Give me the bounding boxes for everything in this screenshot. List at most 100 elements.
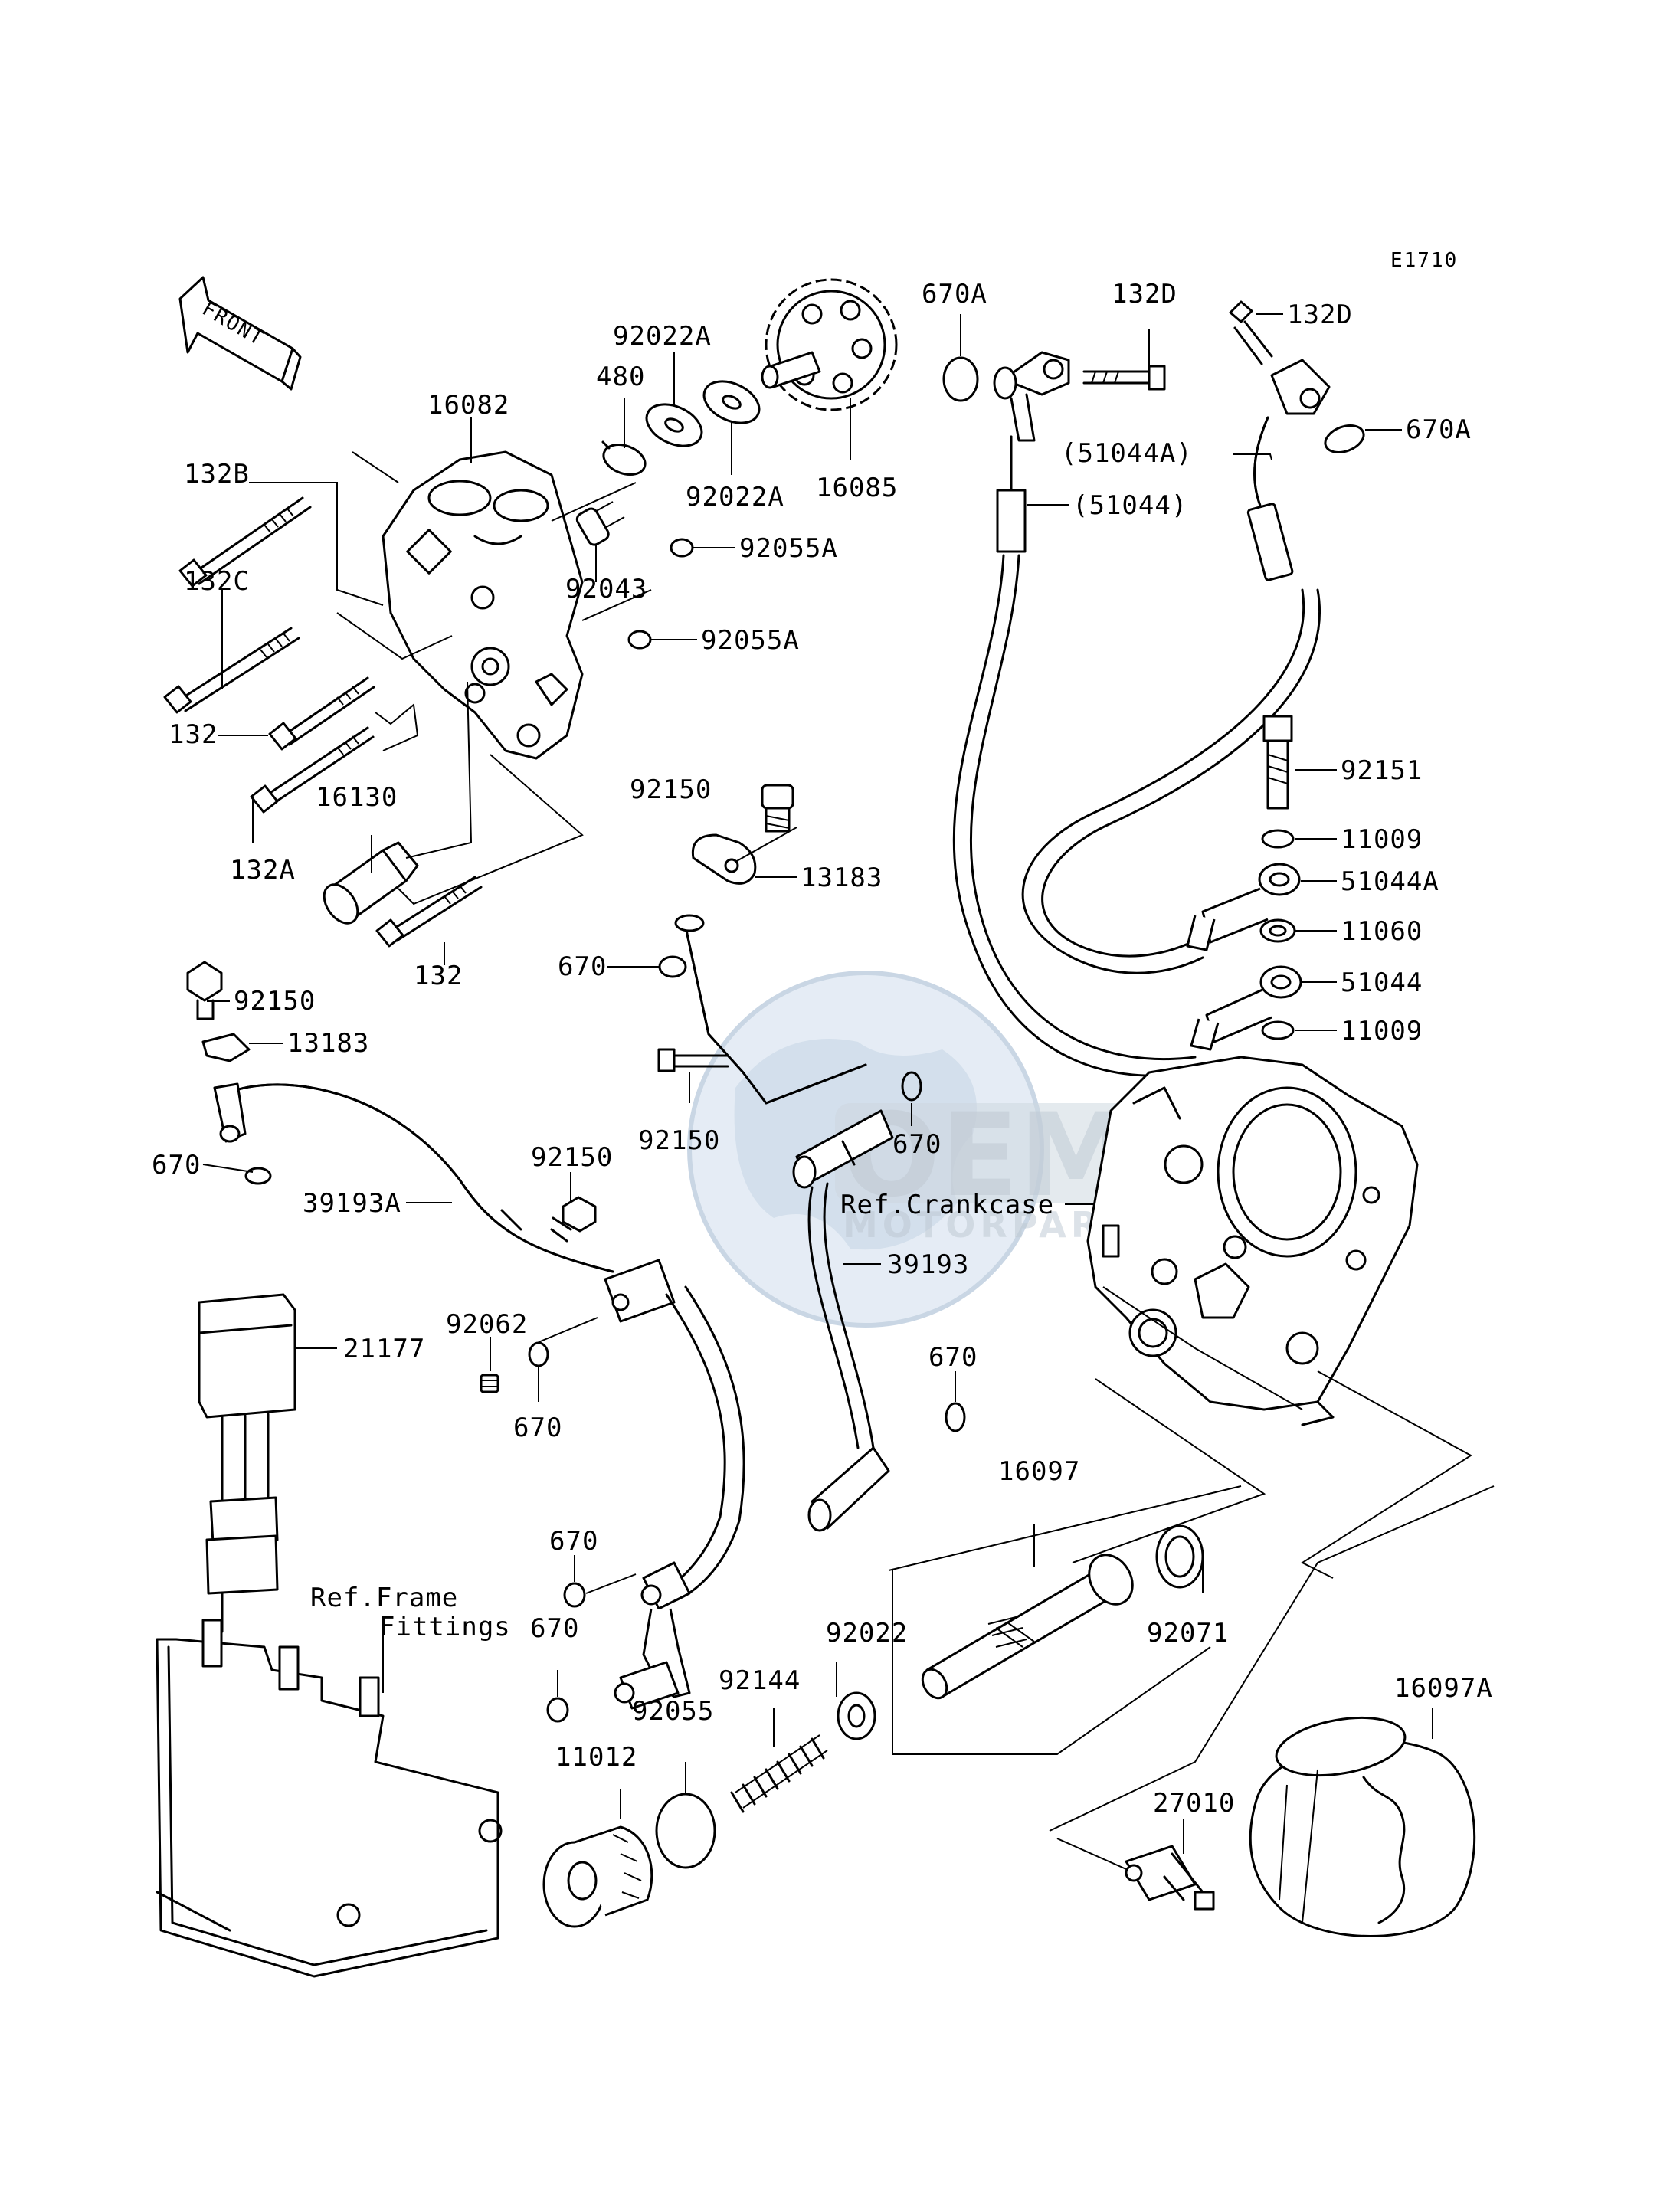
- sleeve-16130: [323, 841, 419, 925]
- oring-670-lowleft2: [563, 1582, 586, 1608]
- oring-670-left: [244, 1167, 272, 1185]
- switch-27010: [1125, 1845, 1215, 1911]
- hose-51044: [952, 435, 1197, 1077]
- label-670-lowleft2: 670: [549, 1526, 598, 1557]
- label-21177: 21177: [343, 1334, 425, 1364]
- oring-670-lowleft1: [528, 1341, 549, 1367]
- label-132D-left: 132D: [1112, 279, 1177, 309]
- leaders-oil-pump: [218, 352, 851, 965]
- diagram-code: E1710: [1390, 249, 1458, 272]
- gear-16085: [761, 278, 898, 411]
- bolt-132B: [178, 496, 312, 588]
- pin-92043: [575, 501, 625, 546]
- hose-fitting-left: [993, 351, 1070, 442]
- label-670-lowleft1: 670: [513, 1413, 562, 1443]
- label-51044: 51044: [1341, 968, 1423, 998]
- label-ref-crankcase: Ref.Crankcase: [840, 1190, 1054, 1220]
- leaders-crankcase: [1065, 1203, 1472, 1579]
- bolt-132A: [250, 726, 375, 814]
- pipe-39193A: [213, 1082, 745, 1710]
- washer-92022: [837, 1691, 876, 1740]
- banjo-51044: [1190, 965, 1302, 1051]
- label-16085: 16085: [816, 473, 898, 503]
- oil-pump-body: [382, 450, 584, 760]
- bolt-132C: [163, 627, 300, 714]
- oring-670A-right: [1324, 424, 1365, 453]
- label-132C: 132C: [184, 566, 250, 597]
- label-480: 480: [596, 362, 645, 392]
- label-fittings: Fittings: [379, 1612, 511, 1642]
- label-670-lowright: 670: [928, 1342, 978, 1373]
- oil-seal-92071: [1155, 1524, 1204, 1589]
- label-92144: 92144: [719, 1665, 801, 1696]
- label-51044A: 51044A: [1341, 866, 1439, 897]
- bolt-92150-top: [761, 784, 794, 833]
- oring-670-lowright: [945, 1402, 966, 1432]
- clamp-13183-left: [201, 1033, 251, 1062]
- oring-92055: [655, 1793, 716, 1869]
- label-92062: 92062: [446, 1309, 528, 1340]
- label-132D-right: 132D: [1287, 300, 1353, 330]
- label-92055: 92055: [632, 1696, 714, 1727]
- frame-fittings-ref: [156, 1619, 503, 1978]
- label-670-midright: 670: [892, 1129, 942, 1160]
- plug-92062: [480, 1374, 499, 1393]
- label-11012: 11012: [555, 1742, 637, 1773]
- washer-11009-upper: [1261, 829, 1295, 849]
- label-132-lower: 132: [414, 961, 463, 991]
- banjo-bolt-92151: [1262, 715, 1293, 810]
- bolt-132-lower: [375, 876, 483, 948]
- leaders-filter: [620, 1485, 1495, 1870]
- leaders-hoses: [960, 313, 1402, 1031]
- label-39193: 39193: [887, 1249, 969, 1280]
- oring-670-midright: [901, 1071, 922, 1102]
- label-92151: 92151: [1341, 755, 1423, 786]
- label-670A-right: 670A: [1406, 414, 1472, 445]
- label-670-top: 670: [558, 951, 607, 982]
- label-39193A: 39193A: [303, 1188, 401, 1219]
- label-92043: 92043: [565, 574, 647, 604]
- label-13183-top: 13183: [801, 863, 883, 893]
- label-11060: 11060: [1341, 916, 1423, 947]
- hose-fitting-right: [1270, 359, 1331, 415]
- label-51044-ref: (51044): [1073, 490, 1187, 521]
- label-13183-left: 13183: [287, 1028, 369, 1059]
- label-ref-frame: Ref.Frame: [310, 1583, 458, 1613]
- crankcase-ref: [1086, 1056, 1419, 1426]
- bolt-132-upper: [268, 676, 375, 751]
- label-132A: 132A: [230, 855, 296, 886]
- clip-480: [601, 440, 647, 476]
- label-11009-lower: 11009: [1341, 1016, 1423, 1046]
- plug-11012: [542, 1825, 653, 1928]
- label-16097A: 16097A: [1394, 1673, 1493, 1704]
- label-92150-mid: 92150: [638, 1125, 720, 1156]
- clamp-13183-top: [691, 833, 757, 885]
- label-92022A-bottom: 92022A: [686, 482, 784, 512]
- label-670-left: 670: [152, 1150, 201, 1180]
- label-92055A-lower: 92055A: [701, 625, 800, 656]
- label-16097: 16097: [998, 1456, 1080, 1487]
- leaders-pipes: [202, 827, 956, 1697]
- label-92055A-upper: 92055A: [739, 533, 838, 564]
- label-27010: 27010: [1153, 1788, 1235, 1819]
- front-arrow-icon: FRONT: [178, 276, 302, 391]
- label-92022: 92022: [826, 1618, 908, 1649]
- washer-11060: [1259, 918, 1296, 943]
- bolt-92150-left: [186, 961, 223, 1020]
- label-670-lowleft3: 670: [530, 1613, 579, 1644]
- switch-21177: [198, 1293, 296, 1633]
- spring-92144: [730, 1734, 828, 1813]
- label-16082: 16082: [427, 390, 509, 421]
- bolt-132D-left: [1082, 365, 1166, 391]
- label-670A-left: 670A: [922, 279, 987, 309]
- label-132B: 132B: [184, 459, 250, 489]
- bolt-132D-right: [1229, 300, 1273, 365]
- oring-92055A-lower: [627, 630, 652, 650]
- label-92150-top: 92150: [630, 774, 712, 805]
- bolt-92150-mid: [657, 1048, 729, 1072]
- oring-92055A-upper: [670, 538, 694, 558]
- label-11009-upper: 11009: [1341, 824, 1423, 855]
- labels: E1710 670A 132D 132D 670A 92022A 480 160…: [152, 249, 1493, 1819]
